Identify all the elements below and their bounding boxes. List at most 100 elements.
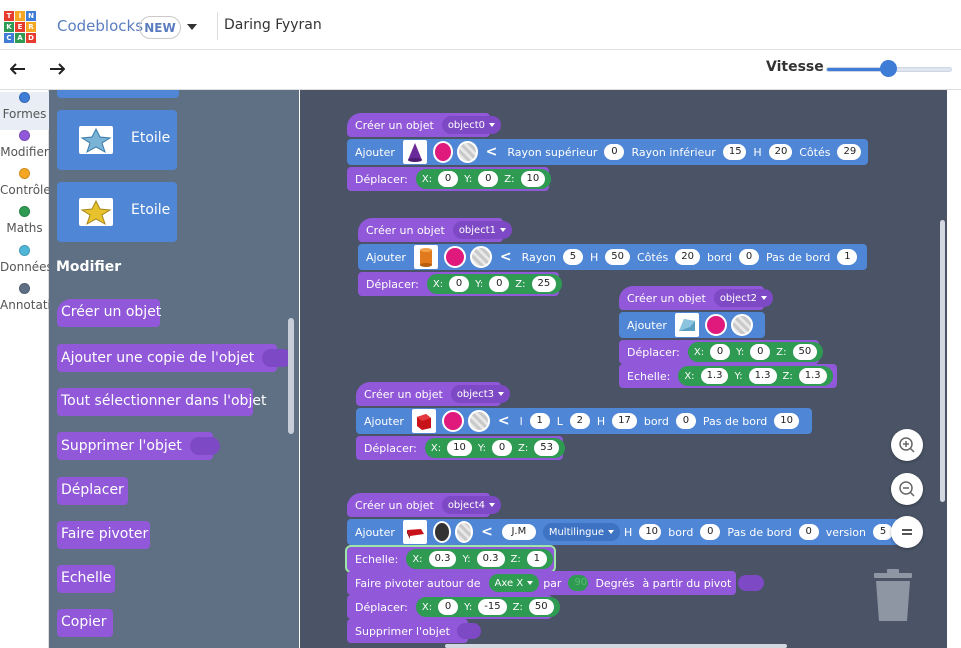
param-input[interactable]: 1 (529, 413, 550, 429)
param-input[interactable]: 29 (837, 144, 862, 160)
x-input[interactable]: 10 (447, 440, 472, 456)
font-dropdown[interactable]: Multilingue (542, 523, 621, 541)
param-input[interactable]: 20 (675, 249, 700, 265)
scale-object4-block[interactable]: Echelle: X:0.3 Y:0.3 Z:1 (345, 545, 556, 573)
z-input[interactable]: 50 (792, 344, 818, 360)
chevron-left-icon[interactable]: < (485, 144, 498, 160)
color-picker[interactable] (441, 410, 464, 432)
palette-block-create-object[interactable]: Créer un objet (57, 299, 161, 327)
category-formes[interactable]: Formes (0, 92, 49, 130)
x-input[interactable]: 0 (438, 599, 459, 615)
param-input[interactable]: 10 (639, 524, 662, 540)
color-picker[interactable] (704, 314, 727, 336)
object-name-dropdown[interactable]: object3 (450, 385, 510, 403)
param-input[interactable]: 1 (837, 249, 858, 265)
param-input[interactable]: 0 (604, 144, 625, 160)
palette-block-move[interactable]: Déplacer (57, 477, 128, 505)
text-shape-icon[interactable] (402, 520, 427, 544)
category-annotation[interactable]: Annotation (0, 283, 66, 321)
tinkercad-logo[interactable]: T I N K E R C A D (4, 11, 36, 43)
create-object4-block[interactable]: Créer un objet object4 (347, 493, 501, 517)
move-object2-block[interactable]: Déplacer: X:0 Y:0 Z:50 (619, 340, 824, 364)
palette-block-add-copy[interactable]: Ajouter une copie de l'objet (57, 344, 293, 372)
z-input[interactable]: 53 (534, 440, 559, 456)
rotate-object4-block[interactable]: Faire pivoter autour de Axe X par 90 Deg… (347, 571, 765, 595)
move-object0-block[interactable]: Déplacer: X:0 Y:0 Z:10 (347, 167, 552, 191)
category-donnees[interactable]: Données (0, 245, 53, 283)
speed-slider-thumb[interactable] (880, 60, 897, 77)
z-input[interactable]: 1 (526, 551, 547, 567)
scale-object2-block[interactable]: Echelle: X:1.3 Y:1.3 Z:1.3 (619, 364, 837, 388)
param-input[interactable]: 50 (605, 249, 630, 265)
move-object3-block[interactable]: Déplacer: X:10 Y:0 Z:53 (356, 436, 565, 460)
object-name-dropdown[interactable]: object1 (452, 221, 512, 239)
param-input[interactable]: 20 (768, 144, 793, 160)
z-input[interactable]: 1.3 (798, 368, 827, 384)
palette-shape-star-gold[interactable]: Etoile (57, 182, 177, 242)
x-input[interactable]: 0.3 (428, 551, 457, 567)
axis-dropdown[interactable]: Axe X (488, 574, 540, 592)
palette-shape-star[interactable]: Etoile (57, 110, 177, 170)
palette-block-rotate[interactable]: Faire pivoter (57, 521, 150, 549)
color-picker[interactable] (432, 521, 451, 543)
degrees-input[interactable]: 90 (568, 575, 589, 591)
category-maths[interactable]: Maths (0, 206, 49, 244)
delete-object4-block[interactable]: Supprimer l'objet (347, 619, 481, 643)
palette-block-scale[interactable]: Echelle (57, 565, 115, 593)
y-input[interactable]: 0 (478, 171, 499, 187)
x-input[interactable]: 1.3 (700, 368, 729, 384)
y-input[interactable]: 0 (492, 440, 512, 456)
object-name-dropdown[interactable]: object4 (441, 496, 501, 514)
y-input[interactable]: 0.3 (476, 551, 505, 567)
hole-toggle[interactable] (730, 314, 753, 336)
param-input[interactable]: 0 (700, 524, 721, 540)
cone-shape-icon[interactable] (402, 140, 427, 164)
create-object2-block[interactable]: Créer un objet object2 (619, 286, 773, 310)
object-name-dropdown[interactable]: object0 (441, 116, 501, 134)
category-controler[interactable]: Contrôler (0, 168, 56, 206)
x-input[interactable]: 0 (710, 344, 731, 360)
object-name-dropdown[interactable]: object2 (713, 289, 773, 307)
palette-shape-partial[interactable] (57, 90, 179, 98)
param-input[interactable]: 0 (675, 413, 696, 429)
y-input[interactable]: 1.3 (748, 368, 777, 384)
add-object2-block[interactable]: Ajouter (619, 312, 765, 338)
param-input[interactable]: 0 (739, 249, 759, 265)
create-object0-block[interactable]: Créer un objet object0 (347, 113, 501, 137)
fit-icon[interactable] (891, 516, 923, 548)
category-modifier[interactable]: Modifier (0, 130, 49, 168)
zoom-in-icon[interactable] (891, 429, 923, 461)
x-input[interactable]: 0 (449, 276, 470, 292)
z-input[interactable]: 10 (520, 171, 546, 187)
x-input[interactable]: 0 (438, 171, 459, 187)
z-input[interactable]: 50 (528, 599, 554, 615)
hole-toggle[interactable] (457, 141, 478, 163)
roof-shape-icon[interactable] (674, 313, 699, 337)
zoom-out-icon[interactable] (891, 473, 923, 505)
workspace-horizontal-scrollbar[interactable] (445, 644, 787, 648)
pivot-toggle[interactable] (738, 575, 765, 591)
palette-block-select-all[interactable]: Tout sélectionner dans l'objet (57, 388, 266, 416)
param-input[interactable]: 17 (612, 413, 637, 429)
param-input[interactable]: 15 (722, 144, 747, 160)
param-input[interactable]: 0 (798, 524, 819, 540)
text-input[interactable]: J.M (501, 524, 536, 540)
chevron-left-icon[interactable]: < (499, 249, 512, 265)
move-object4-block[interactable]: Déplacer: X:0 Y:-15 Z:50 (347, 595, 560, 619)
trash-icon[interactable] (872, 569, 914, 623)
redo-icon[interactable] (49, 61, 66, 80)
box-shape-icon[interactable] (411, 409, 436, 433)
hole-toggle[interactable] (455, 521, 474, 543)
cylinder-shape-icon[interactable] (413, 245, 438, 269)
chevron-down-icon[interactable] (187, 24, 197, 30)
y-input[interactable]: -15 (478, 599, 507, 615)
create-object1-block[interactable]: Créer un objet object1 (358, 218, 512, 242)
y-input[interactable]: 0 (489, 276, 510, 292)
palette-block-copy[interactable]: Copier (57, 609, 113, 637)
chevron-left-icon[interactable]: < (481, 524, 493, 540)
design-name[interactable]: Daring Fyyran (224, 17, 322, 33)
